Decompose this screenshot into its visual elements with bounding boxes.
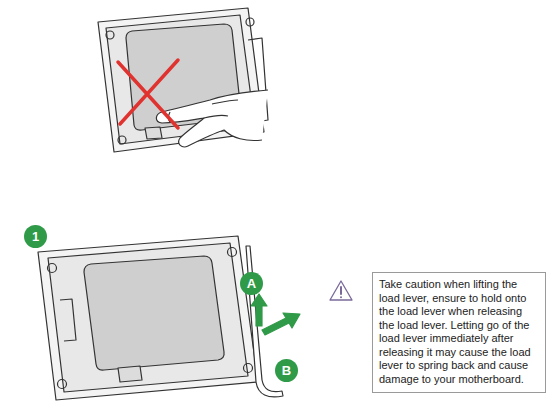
callout-circle: B: [275, 359, 298, 382]
release-arrow: [262, 313, 300, 335]
node-text: 1: [32, 229, 39, 244]
node-text: B: [282, 363, 291, 378]
lift-arrow: [251, 294, 267, 326]
caution-icon: [330, 281, 352, 300]
socket-frame: [38, 236, 258, 400]
hand: [156, 90, 268, 147]
forbidden-cross: [118, 60, 178, 128]
callout-circle: A: [240, 272, 263, 295]
node-text: A: [247, 276, 256, 291]
load-plate: [84, 256, 224, 370]
node-text: Take caution when lifting the load lever…: [379, 278, 531, 385]
caution-note: Take caution when lifting the load lever…: [372, 272, 546, 393]
callout-circle: 1: [24, 225, 47, 248]
